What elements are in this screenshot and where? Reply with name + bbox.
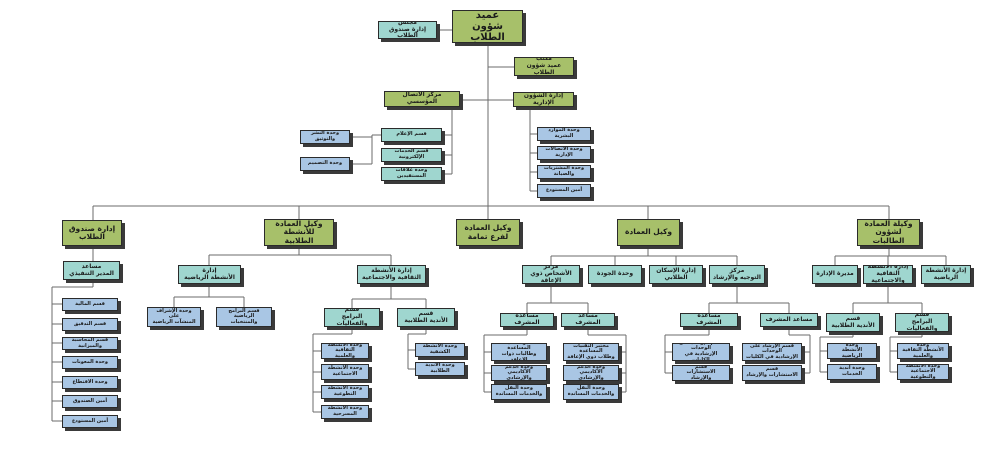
procurement-box[interactable]: وحدة المشتريات والصيانة xyxy=(537,165,591,179)
scouts-unit-box[interactable]: وحدة الأنشطة الكشفية xyxy=(415,343,465,357)
warehouse-box[interactable]: أمين المستودع xyxy=(537,184,591,198)
comm-center-box[interactable]: مركز الاتصال المؤسسي xyxy=(384,91,460,107)
w-unit-clubs-box[interactable]: وحدة أندية الخدمات xyxy=(827,364,877,380)
fund-treasurer-box[interactable]: أمين الصندوق xyxy=(62,395,118,408)
w-director-box[interactable]: مديرة الإدارة xyxy=(812,265,858,284)
fund-audit-box[interactable]: قسم التدقيق xyxy=(62,318,118,331)
beneficiaries-unit-box[interactable]: وحدة علاقات المستفيدين xyxy=(381,167,442,181)
fund-subsidies-box[interactable]: وحدة المعونات xyxy=(62,356,118,369)
eservices-dept-box[interactable]: قسم الخدمات الإلكترونية xyxy=(381,148,442,162)
fund-store-box[interactable]: أمين المستودع xyxy=(62,415,118,428)
volunteer-unit-box[interactable]: وحدة الأنشطة التطوعية xyxy=(321,385,369,399)
media-dept-box[interactable]: قسم الإعلام xyxy=(381,128,442,142)
sn-assistant2-box[interactable]: مساعدة المشرف xyxy=(500,313,554,327)
fund-loans-box[interactable]: وحدة الاقتطاع xyxy=(62,376,118,389)
gd-assistant1-box[interactable]: مساعد المشرف xyxy=(760,313,818,327)
arts-unit-box[interactable]: وحدة الأنشطة المسرحية xyxy=(321,405,369,419)
comm-unit-box[interactable]: وحدة الاتصالات الإدارية xyxy=(537,146,591,160)
gd-assistant2-box[interactable]: مساعدة المشرف xyxy=(680,313,738,327)
publishing-unit-box[interactable]: وحدة النشر والتوثيق xyxy=(300,130,350,144)
fund-finance-box[interactable]: قسم المالية xyxy=(62,298,118,311)
quality-unit-box[interactable]: وحدة الجودة xyxy=(588,265,642,284)
design-unit-box[interactable]: وحدة التصميم xyxy=(300,157,350,171)
fund-accounting-box[interactable]: قسم المحاسبة والميزانية xyxy=(62,337,118,350)
housing-admin-box[interactable]: إدارة الإسكان الطلابي xyxy=(649,265,703,284)
sn-assistant1-box[interactable]: مساعد المشرف xyxy=(561,313,615,327)
trips-unit-box[interactable]: وحدة الأندية الطلابية xyxy=(415,362,465,376)
hr-unit-box[interactable]: وحدة الموارد البشرية xyxy=(537,127,591,141)
admin-affairs-box[interactable]: إدارة الشؤون الإدارية xyxy=(513,92,574,107)
vice-dean-box[interactable]: وكيل العمادة xyxy=(617,219,680,246)
